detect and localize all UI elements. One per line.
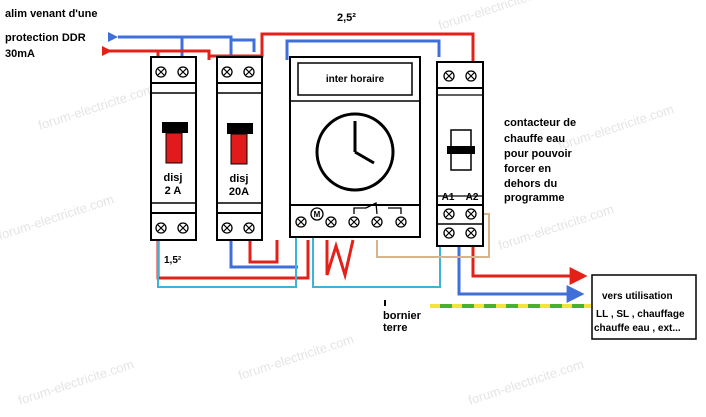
supply-label-line1: alim venant d'une [5,8,97,20]
breaker-handle [165,132,183,164]
earth-label-line2: terre [383,322,407,334]
watermark: forum-electricite.com [496,201,615,253]
contactor-note-line: pour pouvoir [504,148,573,160]
supply-label-line2: protection DDR [5,32,86,44]
terminal-screw-icon [325,216,337,228]
contactor: A1 A2 [436,61,484,247]
usage-box: vers utilisation LL , SL , chauffage cha… [591,274,697,340]
terminal-screw-icon [221,66,233,78]
breaker-handle [230,133,248,165]
terminal-screw-icon [243,222,255,234]
supply-label: alim venant d'une protection DDR 30mA [5,8,97,60]
terminal-screw-icon [221,222,233,234]
breaker1-label-line2: 2 A [165,185,182,197]
terminal-screw-icon [177,222,189,234]
contactor-a1-label: A1 [442,192,455,203]
contactor-note-line: chauffe eau [504,133,565,145]
terminal-screw-icon [465,227,477,239]
watermark: forum-electricite.com [16,356,135,408]
watermark: forum-electricite.com [0,191,116,243]
wire-section-top: 2,5² [337,12,356,24]
watermark: forum-electricite.com [36,81,155,133]
contactor-a2-label: A2 [466,192,479,203]
terminal-screw-icon [465,208,477,220]
selector-switch-icon [447,129,475,171]
terminal-screw-icon [243,66,255,78]
wire-section-left: 1,5² [164,255,182,266]
watermark: forum-electricite.com [436,0,555,33]
breaker-handle [227,123,253,134]
neutral-arrow-icon [108,32,118,42]
motor-icon: M [310,207,324,221]
breaker2-label-line2: 20A [229,186,249,198]
switch-contact-icon [388,207,402,214]
contactor-note-line: dehors du [504,178,557,190]
terminal-screw-icon [443,227,455,239]
breaker2-label-line1: disj [230,173,249,185]
terminal-screw-icon [177,66,189,78]
terminal-screw-icon [443,208,455,220]
contactor-note-line: contacteur de [504,117,576,129]
terminal-screw-icon [155,222,167,234]
terminal-screw-icon [371,216,383,228]
earth-label: bornier terre [383,300,422,334]
watermark: forum-electricite.com [466,356,585,408]
terminal-screw-icon [295,216,307,228]
terminal-screw-icon [465,70,477,82]
timer-title: inter horaire [326,74,385,85]
terminal-screw-icon [443,70,455,82]
signal-wire [157,238,441,288]
timer-motor-label: M [314,210,321,219]
watermark: forum-electricite.com [236,331,355,383]
clock-icon [315,112,395,192]
breaker-2a: disj 2 A [150,56,197,241]
terminal-screw-icon [348,216,360,228]
usage-title: vers utilisation [602,291,673,302]
earth-label-line1: bornier [383,310,422,322]
timer-switch: inter horaire M [289,56,421,238]
contactor-note-line: forcer en [504,163,551,175]
phase-arrow-icon [102,46,112,56]
terminal-screw-icon [155,66,167,78]
switch-contact-icon [353,201,378,215]
usage-line2: chauffe eau , ext... [594,323,681,334]
breaker1-label-line1: disj [164,172,183,184]
breaker-handle [162,122,188,133]
terminal-screw-icon [395,216,407,228]
breaker-20a: disj 20A [216,56,263,241]
contactor-note-line: programme [504,192,565,204]
supply-label-line3: 30mA [5,48,35,60]
usage-line1: LL , SL , chauffage [596,309,685,320]
contactor-note: contacteur de chauffe eau pour pouvoir f… [504,117,576,204]
